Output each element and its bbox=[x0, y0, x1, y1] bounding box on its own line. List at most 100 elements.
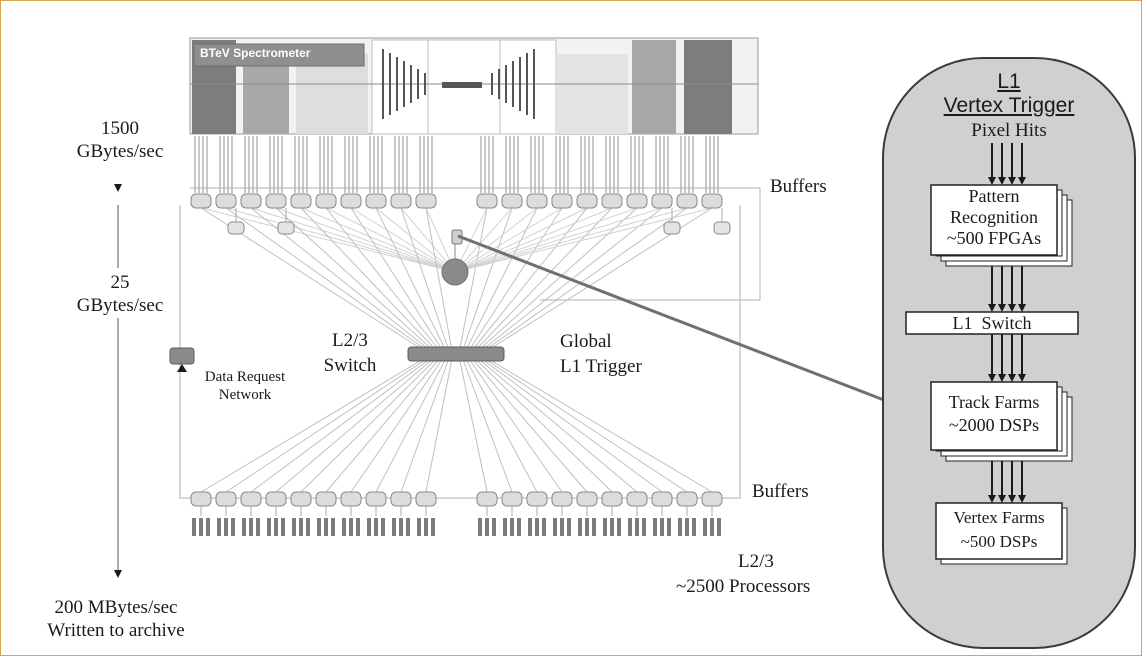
processor-node bbox=[585, 518, 589, 536]
switch-link bbox=[275, 207, 431, 349]
buffer-cell bbox=[290, 491, 312, 507]
processor-node bbox=[617, 518, 621, 536]
switch-link bbox=[473, 207, 588, 349]
rate-arrow-icon bbox=[114, 184, 122, 192]
processor-node bbox=[242, 518, 246, 536]
processor-node bbox=[317, 518, 321, 536]
processor-node bbox=[528, 518, 532, 536]
l1-link bbox=[225, 207, 456, 273]
arrow-head-icon bbox=[988, 374, 996, 382]
switch-link bbox=[425, 360, 452, 493]
processor-node bbox=[553, 518, 557, 536]
l1-switch-label: L1 Switch bbox=[952, 313, 1032, 333]
arrow-head-icon bbox=[988, 304, 996, 312]
buffer-cell bbox=[215, 491, 237, 507]
buffer-cell bbox=[265, 193, 287, 209]
rate-200-note: Written to archive bbox=[47, 620, 185, 641]
buffer-cell bbox=[501, 491, 523, 507]
processor-node bbox=[503, 518, 507, 536]
processor-node bbox=[256, 518, 260, 536]
spectrometer-label-box bbox=[193, 43, 365, 67]
vertex-farms-box bbox=[935, 502, 1063, 560]
switch-link bbox=[325, 207, 438, 349]
buffers-bottom-label: Buffers bbox=[752, 481, 809, 502]
global-l1-label-line1: Global bbox=[560, 331, 612, 352]
buffer-cell bbox=[340, 193, 362, 209]
switch-link bbox=[463, 207, 513, 349]
buffer-cell bbox=[476, 491, 498, 507]
buffer-cell bbox=[701, 491, 723, 507]
l1-link bbox=[454, 207, 563, 273]
buffer-cell bbox=[215, 193, 237, 209]
switch-link bbox=[425, 207, 452, 349]
switch-link bbox=[477, 207, 613, 349]
processor-node bbox=[306, 518, 310, 536]
switch-link bbox=[473, 360, 588, 493]
data-request-network-node bbox=[169, 347, 195, 365]
l1-link bbox=[325, 207, 456, 273]
processor-node bbox=[267, 518, 271, 536]
switch-link bbox=[466, 360, 538, 493]
detector-module bbox=[632, 40, 676, 134]
processor-node bbox=[567, 518, 571, 536]
switch-link bbox=[487, 360, 688, 493]
l1-link bbox=[454, 207, 613, 273]
rate-1500-unit: GBytes/sec bbox=[76, 141, 164, 162]
readout-links bbox=[179, 136, 761, 499]
spectrometer-label: BTeV Spectrometer bbox=[200, 46, 311, 60]
detector-module bbox=[371, 39, 429, 135]
detector-module bbox=[684, 40, 732, 134]
switch-link bbox=[250, 360, 428, 493]
processor-node bbox=[192, 518, 196, 536]
pattern-label-line2: Recognition bbox=[950, 207, 1038, 227]
buffer-cell bbox=[551, 491, 573, 507]
buffer-cell bbox=[190, 491, 212, 507]
global-l1-trigger-node bbox=[441, 258, 469, 286]
switch-link bbox=[484, 360, 663, 493]
l1-link bbox=[400, 207, 456, 273]
processor-node bbox=[356, 518, 360, 536]
arrow-head-icon bbox=[1008, 374, 1016, 382]
processor-node bbox=[603, 518, 607, 536]
rate-1500-value: 1500 bbox=[101, 118, 139, 139]
buffer-cell bbox=[315, 491, 337, 507]
processor-node bbox=[299, 518, 303, 536]
l1-switch-box bbox=[905, 311, 1079, 335]
buffer-cell bbox=[676, 193, 698, 209]
l1-link bbox=[454, 207, 688, 273]
pixel-hits-label: Pixel Hits bbox=[971, 120, 1047, 141]
buffer-cell bbox=[277, 221, 295, 235]
l1-link bbox=[375, 207, 456, 273]
buffer-cell bbox=[290, 193, 312, 209]
processor-node bbox=[542, 518, 546, 536]
l1-link bbox=[250, 207, 456, 273]
switch-link bbox=[400, 360, 449, 493]
processor-node bbox=[292, 518, 296, 536]
switch-link bbox=[484, 207, 663, 349]
buffer-cell bbox=[265, 491, 287, 507]
processor-node bbox=[349, 518, 353, 536]
panel-arrows bbox=[988, 143, 1026, 503]
buffer-cell bbox=[676, 491, 698, 507]
switch-link bbox=[350, 207, 442, 349]
track-farms-label-line2: ~2000 DSPs bbox=[948, 415, 1040, 435]
l23-switch-label-line2: Switch bbox=[323, 355, 377, 376]
processor-node bbox=[367, 518, 371, 536]
l23-switch-block bbox=[407, 346, 505, 362]
processor-node bbox=[667, 518, 671, 536]
vertex-farms-label-line2: ~500 DSPs bbox=[960, 532, 1038, 551]
processor-node bbox=[660, 518, 664, 536]
arrow-head-icon bbox=[998, 495, 1006, 503]
track-farms-box bbox=[930, 381, 1058, 451]
l1-panel-title-line2: Vertex Trigger bbox=[943, 94, 1075, 117]
l1-link bbox=[454, 207, 638, 273]
track-farms-label-line1: Track Farms bbox=[948, 392, 1040, 412]
buffer-cell bbox=[415, 491, 437, 507]
detector-module bbox=[243, 54, 289, 134]
spectrometer bbox=[189, 37, 759, 135]
processor-node bbox=[678, 518, 682, 536]
l1-link bbox=[275, 207, 456, 273]
l1-panel-title-line1: L1 bbox=[997, 70, 1021, 93]
switch-link bbox=[375, 207, 445, 349]
l1-link bbox=[454, 207, 713, 273]
